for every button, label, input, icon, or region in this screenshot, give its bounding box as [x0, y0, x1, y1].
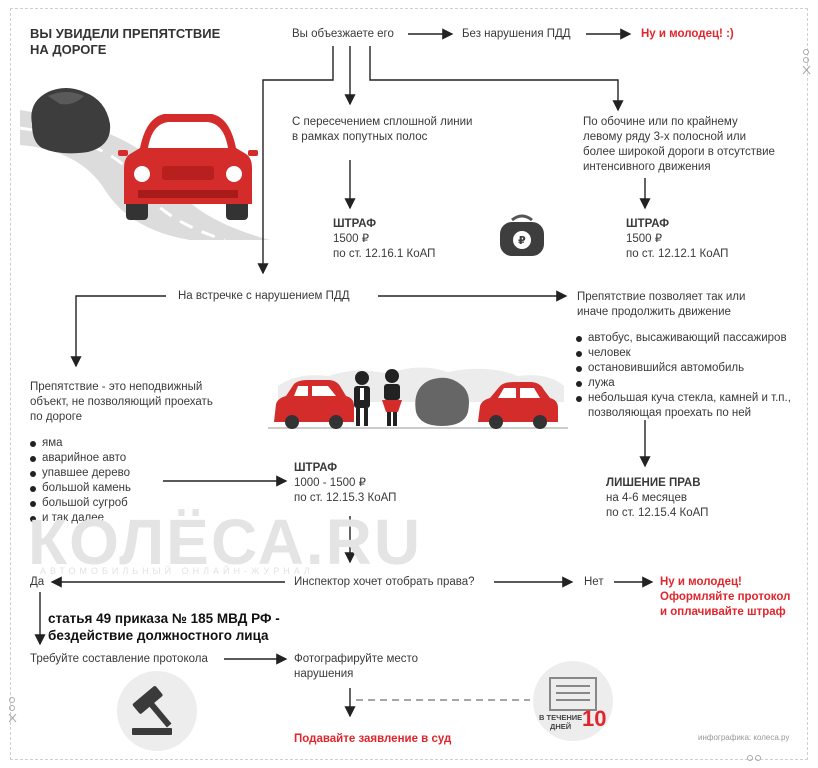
- oncoming-label: На встречке с нарушением ПДД: [178, 290, 350, 302]
- fine2-article: по ст. 12.12.1 КоАП: [626, 248, 729, 260]
- license-block: ЛИШЕНИЕ ПРАВ на 4-6 месяцев по ст. 12.15…: [606, 476, 708, 521]
- list-item: человек: [574, 346, 791, 361]
- wallet-icon: ₽: [500, 214, 544, 256]
- red-car-icon: [478, 382, 558, 429]
- shoulder-3: более широкой дороги в отсутствие: [583, 146, 775, 158]
- fine2-amount: 1500 ₽: [626, 233, 663, 245]
- yes-label: Да: [30, 576, 45, 588]
- fine1-amount: 1500 ₽: [333, 233, 370, 245]
- calendar-icon: [533, 661, 613, 741]
- list-item: и так далее: [28, 511, 131, 526]
- person-icon: [354, 371, 370, 426]
- note-line-2: бездействие должностного лица: [48, 628, 269, 643]
- allows-1: Препятствие позволяет так или: [577, 291, 746, 303]
- fine1-article: по ст. 12.16.1 КоАП: [333, 248, 436, 260]
- fine-block-3: ШТРАФ 1000 - 1500 ₽ по ст. 12.15.3 КоАП: [294, 461, 396, 506]
- obstacle-def-2: объект, не позволяющий проехать: [30, 396, 213, 408]
- fine3-head: ШТРАФ: [294, 462, 338, 474]
- rock-icon: [415, 377, 469, 426]
- legal-note: статья 49 приказа № 185 МВД РФ - бездейс…: [48, 610, 280, 644]
- obstacle-def-1: Препятствие - это неподвижный: [30, 381, 203, 393]
- photo-2: нарушения: [294, 668, 354, 680]
- fine-block-1: ШТРАФ 1500 ₽ по ст. 12.16.1 КоАП: [333, 217, 435, 262]
- list-item: остановившийся автомобиль: [574, 361, 791, 376]
- fine3-amount: 1000 - 1500 ₽: [294, 477, 366, 489]
- solid-line-1: С пересечением сплошной линии: [292, 116, 473, 128]
- note-line-1: статья 49 приказа № 185 МВД РФ -: [48, 611, 280, 626]
- fine1-head: ШТРАФ: [333, 218, 377, 230]
- list-item: небольшая куча стекла, камней и т.п.,: [574, 391, 791, 406]
- list-item: автобус, высаживающий пассажиров: [574, 331, 791, 346]
- obstacle-def-3: по дороге: [30, 411, 83, 423]
- photo-text: Фотографируйте место нарушения: [294, 652, 418, 682]
- days-label-1: В ТЕЧЕНИЕ: [539, 713, 583, 722]
- days-number: 10: [582, 706, 607, 731]
- good-job-2: Ну и молодец! Оформляйте протокол и опла…: [660, 575, 790, 620]
- days-label-2: ДНЕЙ: [550, 722, 572, 731]
- solid-line-2: в рамках попутных полос: [292, 131, 428, 143]
- license-article: по ст. 12.15.4 КоАП: [606, 507, 709, 519]
- list-item: яма: [28, 436, 131, 451]
- list-item: большой сугроб: [28, 496, 131, 511]
- court-label: Подавайте заявление в суд: [294, 733, 452, 745]
- allows-text: Препятствие позволяет так или иначе прод…: [577, 290, 745, 320]
- watermark-subtitle: АВТОМОБИЛЬНЫЙ ОНЛАЙН-ЖУРНАЛ: [40, 566, 314, 576]
- red-car-icon: [274, 380, 354, 429]
- gavel-icon: [117, 671, 197, 751]
- middle-illustration: [268, 367, 568, 429]
- obstacle-list: яма аварийное авто упавшее дерево большо…: [28, 436, 131, 526]
- page-title: ВЫ УВИДЕЛИ ПРЕПЯТСТВИЕ НА ДОРОГЕ: [30, 26, 220, 58]
- obstacle-definition: Препятствие - это неподвижный объект, не…: [30, 380, 213, 425]
- no-label: Нет: [584, 576, 604, 588]
- license-head: ЛИШЕНИЕ ПРАВ: [606, 477, 701, 489]
- title-line-2: НА ДОРОГЕ: [30, 42, 107, 57]
- good-job-label: Ну и молодец! :): [641, 28, 734, 40]
- rock-icon: [31, 88, 111, 154]
- good-job2-2: Оформляйте протокол: [660, 591, 791, 603]
- list-item: упавшее дерево: [28, 466, 131, 481]
- photo-1: Фотографируйте место: [294, 653, 419, 665]
- svg-text:₽: ₽: [518, 234, 526, 247]
- shoulder-1: По обочине или по крайнему: [583, 116, 738, 128]
- shoulder-2: левому ряду 3-х полосной или: [583, 131, 747, 143]
- watermark-logo: КОЛЁСА.RU: [28, 506, 423, 578]
- fine-block-2: ШТРАФ 1500 ₽ по ст. 12.12.1 КоАП: [626, 217, 728, 262]
- fine2-head: ШТРАФ: [626, 218, 670, 230]
- list-item: большой камень: [28, 481, 131, 496]
- allows-list: автобус, высаживающий пассажиров человек…: [574, 331, 791, 421]
- inspector-question: Инспектор хочет отобрать права?: [294, 576, 475, 588]
- allows-2: иначе продолжить движение: [577, 306, 731, 318]
- shoulder-4: интенсивного движения: [583, 161, 711, 173]
- red-car-icon: [118, 114, 258, 220]
- person-icon: [382, 369, 402, 426]
- protocol-label: Требуйте составление протокола: [30, 653, 208, 665]
- good-job2-1: Ну и молодец!: [660, 576, 742, 588]
- scissors-icon: [8, 49, 811, 761]
- no-violation-label: Без нарушения ПДД: [462, 28, 571, 40]
- shoulder-text: По обочине или по крайнему левому ряду 3…: [583, 115, 775, 175]
- good-job2-3: и оплачивайте штраф: [660, 606, 786, 618]
- license-term: на 4-6 месяцев: [606, 492, 687, 504]
- title-line-1: ВЫ УВИДЕЛИ ПРЕПЯТСТВИЕ: [30, 26, 221, 41]
- bypass-label: Вы объезжаете его: [292, 28, 394, 40]
- list-item: лужа: [574, 376, 791, 391]
- days-label: В ТЕЧЕНИЕ ДНЕЙ: [539, 713, 582, 731]
- list-item: аварийное авто: [28, 451, 131, 466]
- list-item-continued: позволяющая проехать по ней: [588, 407, 752, 419]
- credit-text: инфографика: колеса.ру: [698, 733, 790, 742]
- fine3-article: по ст. 12.15.3 КоАП: [294, 492, 397, 504]
- dashed-border: [10, 8, 808, 760]
- solid-line-text: С пересечением сплошной линии в рамках п…: [292, 115, 472, 145]
